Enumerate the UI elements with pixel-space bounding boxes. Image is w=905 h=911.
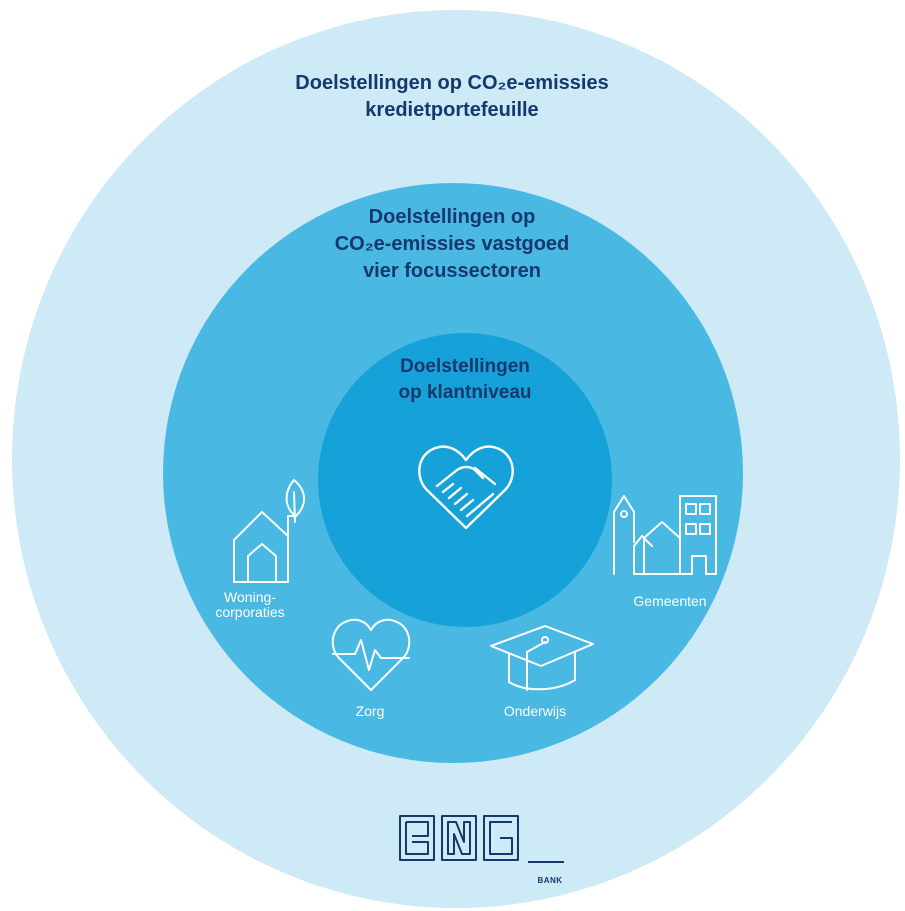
city-buildings-icon [613,495,717,575]
heart-pulse-icon [331,618,411,691]
graduation-cap-icon [490,625,594,691]
inner-title-line-2: op klantniveau [398,381,532,403]
woning-label-line-2: corporaties [215,604,285,621]
handshake-heart-icon [418,445,514,530]
woning-label-line-1: Woning- [224,589,276,605]
middle-title-line-1: Doelstellingen op [368,206,536,228]
house-leaf-icon [233,479,305,583]
bng-logo [399,815,564,863]
middle-ring-title: Doelstellingen op CO₂e-emissies vastgoed… [262,204,642,285]
outer-title-line-2: kredietportefeuille [365,99,539,121]
inner-circle-title: Doelstellingen op klantniveau [345,354,585,405]
sector-label-zorg: Zorg [355,703,385,719]
sector-label-gemeenten: Gemeenten [633,593,707,609]
inner-circle [318,333,612,627]
inner-title-line-1: Doelstellingen [400,356,530,377]
sector-label-onderwijs: Onderwijs [503,703,567,719]
logo-caption: BANK [537,876,563,885]
outer-title-line-1: Doelstellingen op CO₂e-emissies [295,72,609,94]
sector-label-woningcorporaties: Woning- corporaties [180,589,320,621]
middle-title-line-3: vier focussectoren [363,260,541,282]
middle-title-line-2: CO₂e-emissies vastgoed [334,233,570,255]
outer-ring-title: Doelstellingen op CO₂e-emissies kredietp… [252,70,652,124]
